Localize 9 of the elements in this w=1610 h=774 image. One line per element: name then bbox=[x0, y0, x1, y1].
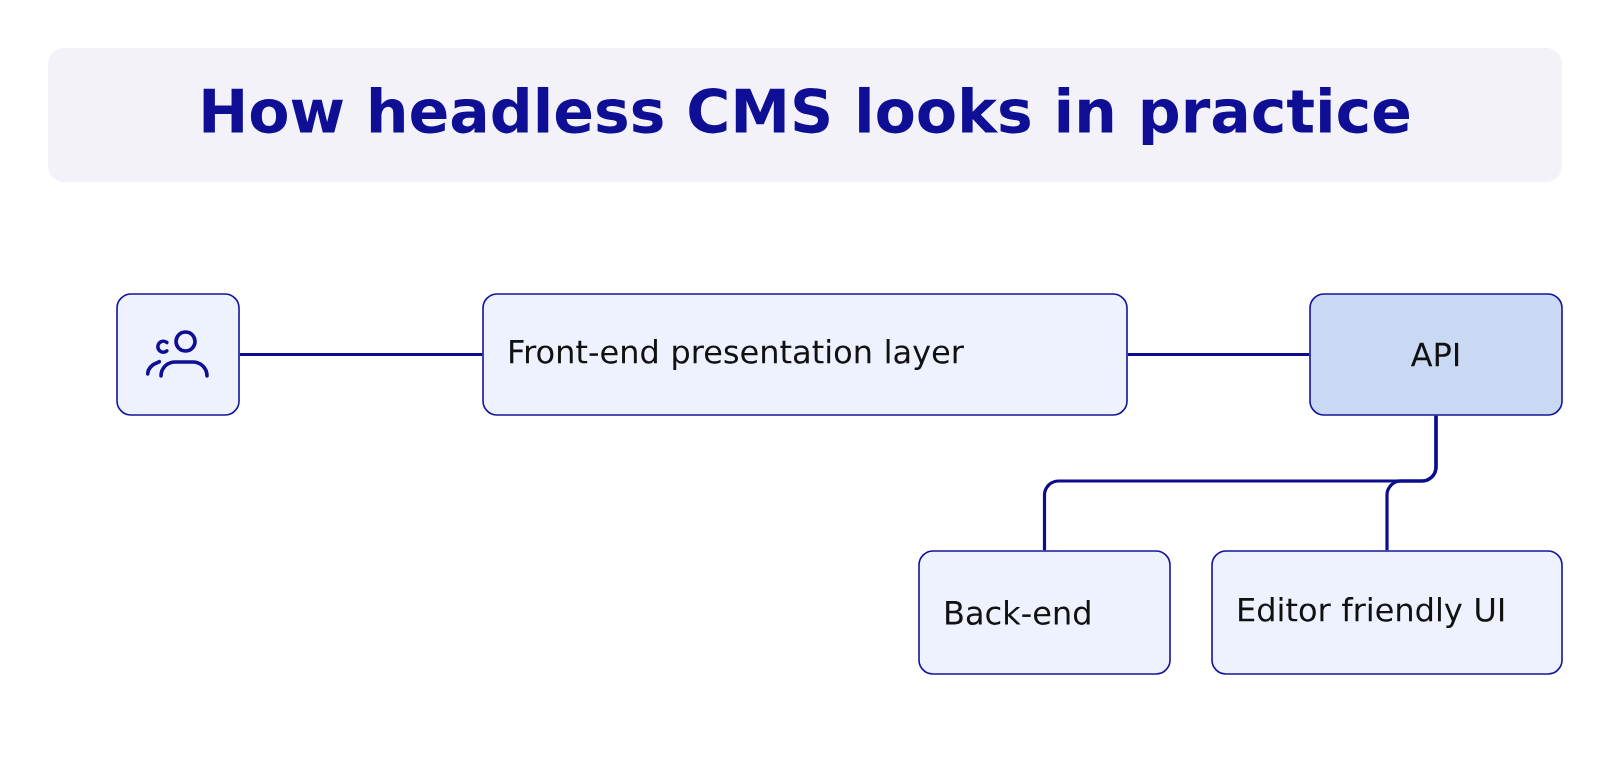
connector-line bbox=[1385, 415, 1438, 551]
process-box: Back-end bbox=[918, 550, 1171, 675]
process-box: API bbox=[1309, 293, 1563, 416]
process-box: Front-end presentation layer bbox=[482, 293, 1128, 416]
connector-line bbox=[239, 352, 483, 357]
title-banner: How headless CMS looks in practice bbox=[48, 48, 1562, 182]
process-box: Editor friendly UI bbox=[1211, 550, 1563, 675]
connector-line bbox=[1127, 352, 1310, 357]
icon-box bbox=[116, 293, 240, 416]
